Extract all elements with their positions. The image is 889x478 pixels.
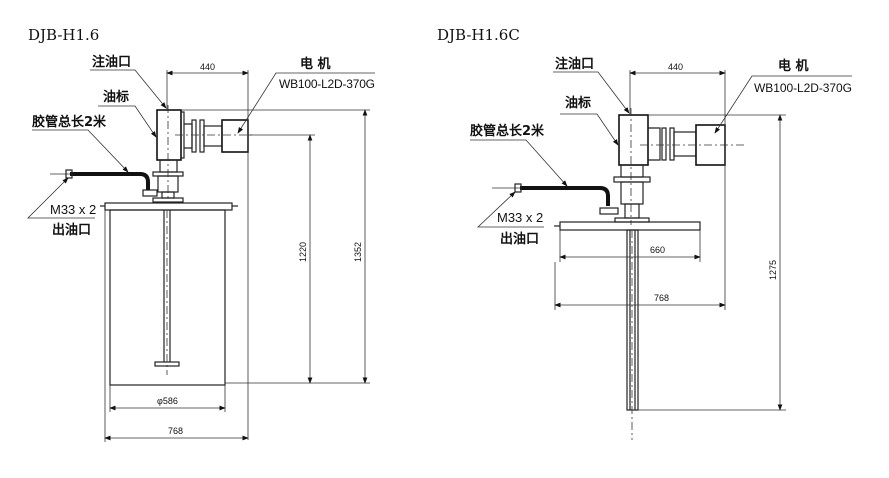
callouts: 注油口 油标 胶管总长2米 电 机 WB100-L2D-370G M33 x 2… <box>470 56 852 247</box>
label-motor: 电 机 <box>778 58 809 74</box>
dim-440: 440 <box>668 62 683 72</box>
dimensions: 440 1220 1352 φ586 768 <box>104 62 370 442</box>
label-hose-length: 胶管总长2米 <box>470 123 545 139</box>
label-outlet: 出油口 <box>500 231 539 247</box>
pump-head <box>142 105 255 203</box>
label-hose-length: 胶管总长2米 <box>32 114 107 130</box>
suction-rod <box>626 229 639 411</box>
drawing-djb-h1-6c: DJB-H1.6C <box>437 26 852 440</box>
label-motor-model: WB100-L2D-370G <box>279 77 375 91</box>
dim-1352: 1352 <box>353 242 363 262</box>
oil-tank <box>100 202 238 386</box>
label-motor-model: WB100-L2D-370G <box>754 81 852 95</box>
dim-440: 440 <box>200 62 215 72</box>
dim-660: 660 <box>650 245 665 255</box>
dim-tank-diameter: φ586 <box>157 396 178 406</box>
pump-head <box>599 108 747 225</box>
label-thread: M33 x 2 <box>497 210 543 225</box>
drawing-djb-h1-6: DJB-H1.6 <box>27 26 375 442</box>
dim-768: 768 <box>654 293 669 303</box>
callouts: 注油口 油标 胶管总长2米 电 机 WB100-L2D-370G M33 x 2… <box>27 54 375 238</box>
drawing-title: DJB-H1.6 <box>28 26 99 44</box>
label-fill-port: 注油口 <box>555 56 594 72</box>
drawing-title: DJB-H1.6C <box>437 26 520 44</box>
dimensions: 440 660 768 1275 <box>554 62 786 411</box>
motor-box <box>221 119 249 153</box>
hose <box>520 186 610 206</box>
label-fill-port: 注油口 <box>92 54 131 70</box>
dim-768: 768 <box>168 426 183 436</box>
mounting-plate <box>554 221 701 440</box>
label-oil-gauge: 油标 <box>565 95 591 111</box>
dim-1275: 1275 <box>768 260 778 280</box>
label-outlet: 出油口 <box>52 222 91 238</box>
label-motor: 电 机 <box>300 56 331 72</box>
label-thread: M33 x 2 <box>50 202 96 217</box>
hose <box>70 172 150 190</box>
dim-1220: 1220 <box>298 242 308 262</box>
label-oil-gauge: 油标 <box>103 89 129 105</box>
